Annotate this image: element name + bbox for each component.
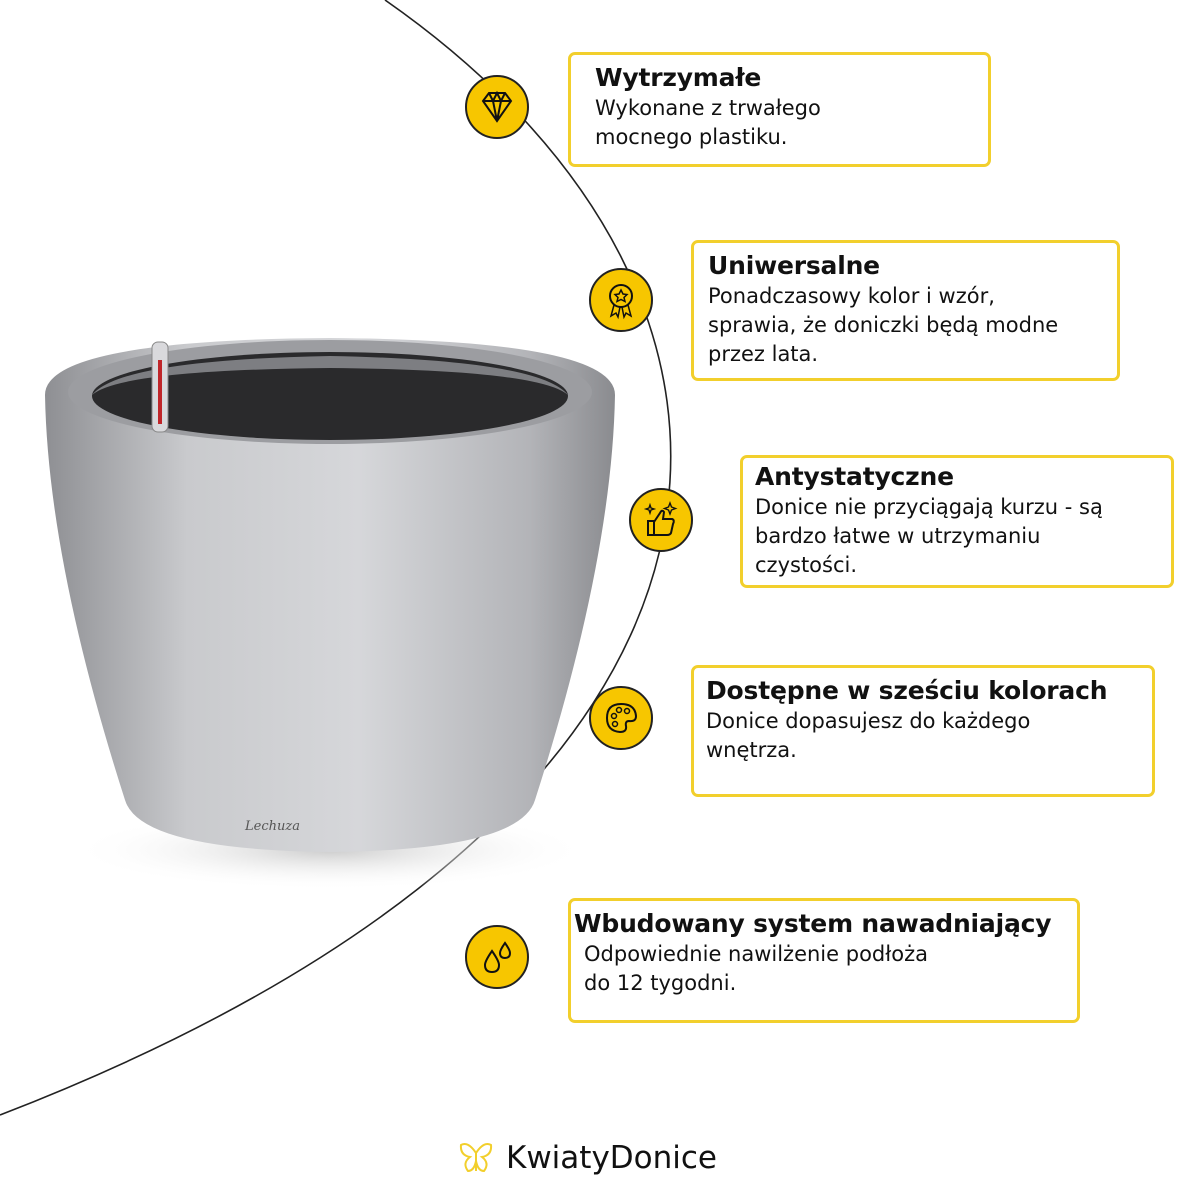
feature-text: wnętrza. bbox=[706, 738, 797, 762]
feature-title: Antystatyczne bbox=[755, 462, 954, 491]
brand-logo: KwiatyDonice bbox=[458, 1140, 717, 1176]
feature-text: Donice dopasujesz do każdego bbox=[706, 709, 1031, 733]
pot-logo: Lechuza bbox=[244, 819, 300, 834]
feature-text: Donice nie przyciągają kurzu - są bbox=[755, 495, 1103, 519]
feature-text: bardzo łatwe w utrzymaniu bbox=[755, 524, 1041, 548]
feature-text: do 12 tygodni. bbox=[584, 971, 737, 995]
award-medal-icon bbox=[589, 268, 653, 332]
feature-text: Ponadczasowy kolor i wzór, bbox=[708, 284, 995, 308]
palette-icon bbox=[589, 686, 653, 750]
feature-title: Dostępne w sześciu kolorach bbox=[706, 676, 1108, 705]
brand-name: KwiatyDonice bbox=[506, 1140, 718, 1176]
feature-card-colors: Dostępne w sześciu kolorach Donice dopas… bbox=[691, 665, 1155, 797]
feature-text: Odpowiednie nawilżenie podłoża bbox=[584, 942, 928, 966]
thumbs-up-sparkle-icon bbox=[629, 488, 693, 552]
feature-text: czystości. bbox=[755, 553, 858, 577]
feature-title: Uniwersalne bbox=[708, 251, 880, 280]
feature-text: mocnego plastiku. bbox=[595, 125, 788, 149]
butterfly-logo-icon bbox=[459, 1143, 493, 1173]
planter-pot: Lechuza bbox=[45, 338, 615, 852]
feature-card-durable: Wytrzymałe Wykonane z trwałego mocnego p… bbox=[568, 52, 991, 167]
feature-text: Wykonane z trwałego bbox=[595, 96, 821, 120]
feature-card-irrigation: Wbudowany system nawadniający Odpowiedni… bbox=[568, 898, 1080, 1023]
feature-text: sprawia, że doniczki będą modne bbox=[708, 313, 1059, 337]
feature-card-antistatic: Antystatyczne Donice nie przyciągają kur… bbox=[740, 455, 1174, 588]
feature-title: Wytrzymałe bbox=[595, 63, 762, 92]
feature-card-universal: Uniwersalne Ponadczasowy kolor i wzór, s… bbox=[691, 240, 1120, 381]
water-drops-icon bbox=[465, 925, 529, 989]
diamond-icon bbox=[465, 75, 529, 139]
feature-text: przez lata. bbox=[708, 342, 819, 366]
feature-title: Wbudowany system nawadniający bbox=[574, 909, 1052, 938]
